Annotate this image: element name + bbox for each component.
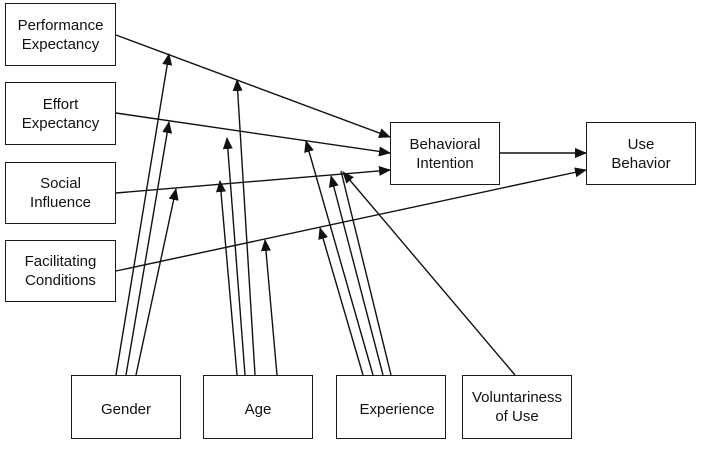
moderation-age-pe [232, 79, 256, 376]
path-ee-bi [115, 112, 391, 157]
moderation-age-fc [260, 239, 278, 376]
moderation-gender-pe [115, 53, 173, 376]
label-experience: Experience [359, 400, 435, 418]
label-voluntariness-of-use: Voluntariness of Use [471, 389, 563, 425]
box-age: Age [203, 375, 313, 439]
label-gender: Gender [100, 400, 152, 418]
moderation-experience-ee [304, 140, 374, 376]
box-voluntariness-of-use: Voluntariness of Use [462, 375, 572, 439]
label-age: Age [244, 400, 272, 418]
moderation-gender-ee [125, 121, 173, 376]
moderation-experience-fc [318, 227, 364, 376]
box-behavioral-intention: Behavioral Intention [390, 122, 500, 185]
moderation-voluntariness-si [342, 171, 516, 376]
box-gender: Gender [71, 375, 181, 439]
label-facilitating-conditions: Facilitating Conditions [24, 253, 97, 289]
path-fc-ub [115, 167, 587, 272]
label-behavioral-intention: Behavioral Intention [409, 135, 481, 172]
box-social-influence: Social Influence [5, 162, 116, 224]
moderation-gender-si [135, 188, 179, 376]
label-effort-expectancy: Effort Expectancy [21, 95, 100, 132]
box-facilitating-conditions: Facilitating Conditions [5, 240, 116, 302]
box-experience: Experience [336, 375, 446, 439]
moderation-age-si [215, 180, 238, 376]
moderation-experience-si-2 [340, 170, 392, 376]
label-performance-expectancy: Performance Expectancy [17, 16, 104, 53]
box-effort-expectancy: Effort Expectancy [5, 82, 116, 145]
box-performance-expectancy: Performance Expectancy [5, 3, 116, 66]
moderation-experience-si [328, 175, 384, 376]
label-use-behavior: Use Behavior [611, 135, 671, 172]
box-use-behavior: Use Behavior [586, 122, 696, 185]
path-pe-bi [115, 34, 391, 138]
label-social-influence: Social Influence [30, 175, 91, 211]
moderation-age-ee [222, 137, 246, 376]
